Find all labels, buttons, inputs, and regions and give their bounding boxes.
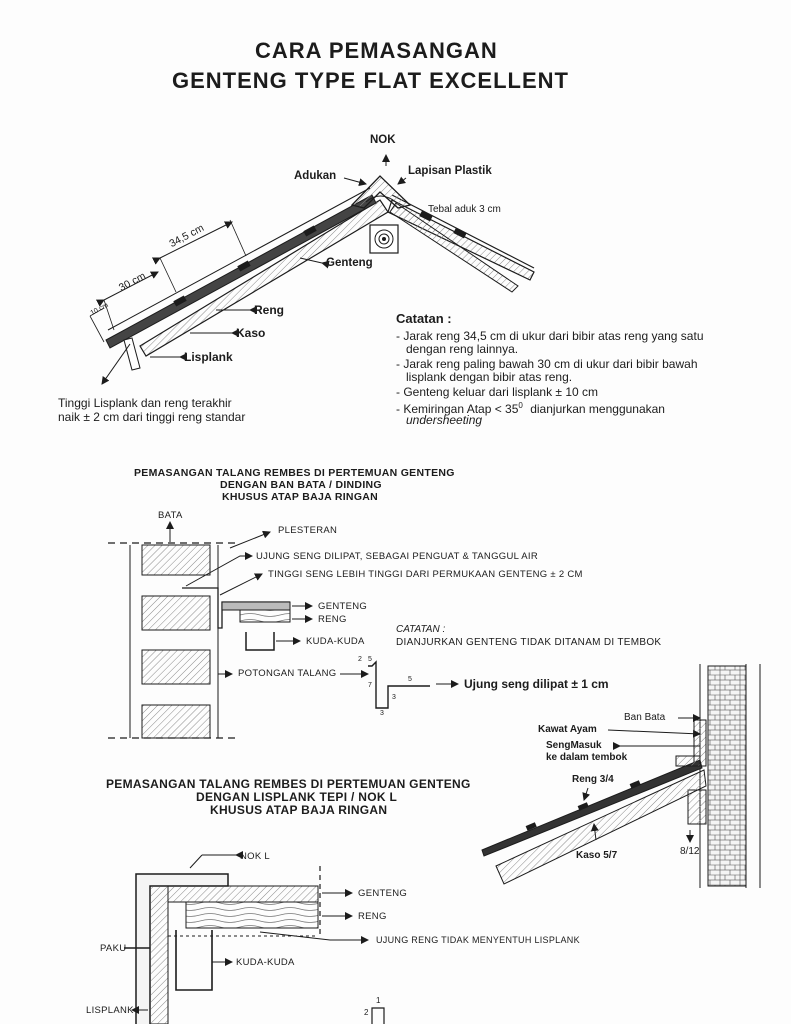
label-kaso: Kaso <box>236 326 266 340</box>
lisplank-detail <box>124 851 385 1024</box>
talang-dim-3b: 3 <box>392 694 396 701</box>
catatan-line-3: - Jarak reng paling bawah 30 cm di ukur … <box>396 357 698 371</box>
wall-roof-detail <box>481 664 761 888</box>
label-nok-l: NOK L <box>240 851 271 862</box>
label-seng-masuk-2: ke dalam tembok <box>546 752 628 763</box>
talang-dim-2: 2 <box>358 656 362 663</box>
catatan-heading: Catatan : <box>396 311 452 326</box>
label-kawat-ayam: Kawat Ayam <box>538 724 597 735</box>
label-lapisan-plastik: Lapisan Plastik <box>408 165 492 177</box>
label-paku: PAKU <box>100 943 127 954</box>
label-tinggi-seng: TINGGI SENG LEBIH TINGGI DARI PERMUKAAN … <box>268 569 583 580</box>
label-seng-masuk-1: SengMasuk <box>546 740 602 751</box>
label-lisplank-3: LISPLANK <box>86 1005 134 1016</box>
catatan2-heading: CATATAN : <box>396 624 446 635</box>
label-nok: NOK <box>370 134 396 146</box>
catatan2-text: DIANJURKAN GENTENG TIDAK DITANAM DI TEMB… <box>396 637 662 648</box>
label-ujung-seng-dilipat: Ujung seng dilipat ± 1 cm <box>464 677 609 691</box>
catatan-line-2: dengan reng lainnya. <box>406 342 519 356</box>
talang-dim-5a: 5 <box>368 656 372 663</box>
profile-dim-1: 1 <box>376 996 381 1005</box>
degree-superscript: 0 <box>518 401 523 410</box>
title-line-1: CARA PEMASANGAN <box>255 38 498 63</box>
section2-title-3: KHUSUS ATAP BAJA RINGAN <box>222 491 379 503</box>
roof-section <box>89 154 535 385</box>
label-reng-3: RENG <box>358 911 387 922</box>
title-line-2: GENTENG TYPE FLAT EXCELLENT <box>172 68 569 93</box>
catatan-line-6-tail: dianjurkan menggunakan <box>530 402 665 416</box>
label-bata: BATA <box>158 510 183 521</box>
label-ban-bata: Ban Bata <box>624 712 666 723</box>
catatan-line-4: lisplank dengan bibir atas reng. <box>406 370 573 384</box>
label-reng-2: RENG <box>318 614 347 625</box>
label-genteng-2: GENTENG <box>318 601 368 612</box>
section3-title-3: KHUSUS ATAP BAJA RINGAN <box>210 803 388 817</box>
label-kuda-kuda-3: KUDA-KUDA <box>236 957 295 968</box>
label-lisplank: Lisplank <box>184 350 233 364</box>
section2-title-1: PEMASANGAN TALANG REMBES DI PERTEMUAN GE… <box>134 467 455 479</box>
label-8-12: 8/12 <box>680 846 700 857</box>
label-adukan: Adukan <box>294 170 337 182</box>
section3-title-1: PEMASANGAN TALANG REMBES DI PERTEMUAN GE… <box>106 777 471 791</box>
catatan-line-5: - Genteng keluar dari lisplank ± 10 cm <box>396 385 599 399</box>
roof-footnote-line-2: naik ± 2 cm dari tinggi reng standar <box>58 410 246 424</box>
label-plesteran: PLESTERAN <box>278 525 338 536</box>
label-genteng-3: GENTENG <box>358 888 408 899</box>
section2-title-2: DENGAN BAN BATA / DINDING <box>220 479 382 491</box>
talang-dim-5b: 5 <box>408 676 412 683</box>
talang-dim-7: 7 <box>368 682 372 689</box>
brick-wall-detail <box>108 521 459 739</box>
label-kaso-5-7: Kaso 5/7 <box>576 850 618 861</box>
section3-title-2: DENGAN LISPLANK TEPI / NOK L <box>196 790 398 804</box>
label-ujung-seng: UJUNG SENG DILIPAT, SEBAGAI PENGUAT & TA… <box>256 551 538 562</box>
label-genteng: Genteng <box>326 257 373 269</box>
profile-dim-2: 2 <box>364 1008 369 1017</box>
label-potongan-talang: POTONGAN TALANG <box>238 668 337 679</box>
label-reng: Reng <box>254 303 284 317</box>
catatan-line-6-text: - Kemiringan Atap < 35 <box>396 402 519 416</box>
catatan-line-6: - Kemiringan Atap < 350 dianjurkan mengg… <box>396 399 665 416</box>
label-reng-3-4: Reng 3/4 <box>572 774 614 785</box>
label-kuda-kuda-2: KUDA-KUDA <box>306 636 365 647</box>
label-ujung-reng: UJUNG RENG TIDAK MENYENTUH LISPLANK <box>376 935 580 945</box>
catatan-line-1: - Jarak reng 34,5 cm di ukur dari bibir … <box>396 329 704 343</box>
talang-dim-3a: 3 <box>380 710 384 717</box>
catatan-line-7: undersheeting <box>406 413 483 427</box>
label-tebal-aduk: Tebal aduk 3 cm <box>428 204 501 215</box>
roof-footnote-line-1: Tinggi Lisplank dan reng terakhir <box>58 396 232 410</box>
